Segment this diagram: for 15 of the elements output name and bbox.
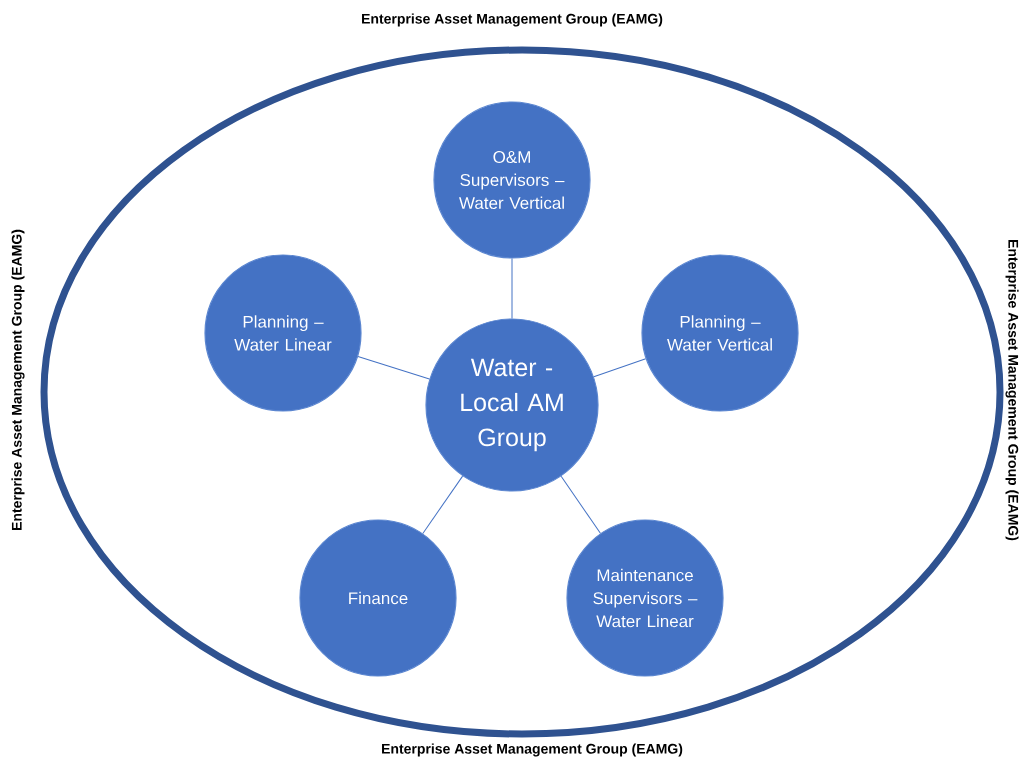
heading: Enterprise Asset Management Group (EAMG)	[382, 743, 683, 757]
circle-node: Water - Local AM Group	[425, 318, 599, 492]
connector-line	[422, 475, 464, 534]
circle-node: Planning – Water Vertical	[641, 254, 799, 412]
connector-line	[511, 258, 513, 319]
connector-line	[357, 356, 430, 380]
circle-node: Planning – Water Linear	[204, 254, 362, 412]
connector-line	[560, 475, 601, 534]
heading: Enterprise Asset Management Group (EAMG)	[362, 13, 663, 27]
circle-node: O&M Supervisors – Water Vertical	[433, 101, 591, 259]
heading: Enterprise Asset Management Group (EAMG)	[11, 229, 25, 530]
connector-line	[593, 358, 647, 378]
heading: Enterprise Asset Management Group (EAMG)	[1005, 240, 1019, 541]
circle-node: Finance	[299, 519, 457, 677]
circle-node: Maintenance Supervisors – Water Linear	[566, 519, 724, 677]
